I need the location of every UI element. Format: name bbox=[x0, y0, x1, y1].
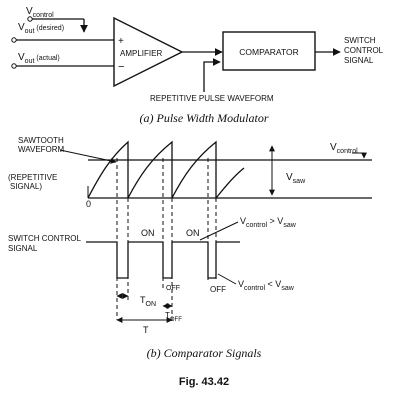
sawtooth-waveform bbox=[87, 140, 245, 200]
cmp-lt-pointer bbox=[217, 273, 237, 285]
v-control-input-label: Vcontrol bbox=[26, 6, 54, 19]
comparator-label: COMPARATOR bbox=[239, 47, 299, 57]
cmp-gt-pointer bbox=[199, 221, 239, 241]
v-control-level-label: Vcontrol bbox=[330, 142, 358, 155]
switch-signal-label-line-2: SIGNAL bbox=[8, 244, 38, 253]
v-out-actual-label: Vout(actual) bbox=[18, 52, 60, 65]
on-label-2: ON bbox=[186, 228, 200, 238]
repetitive-label-line-1: (REPETITIVE bbox=[8, 173, 57, 182]
pulse-input-wire bbox=[203, 58, 221, 92]
period-label: T bbox=[143, 325, 149, 335]
pwm-block-diagram: Vcontrol Vout(desired) Vout(actual) + − … bbox=[11, 6, 384, 125]
output-label-line-3: SIGNAL bbox=[344, 56, 374, 65]
v-saw-label: Vsaw bbox=[286, 172, 306, 185]
figure-number: Fig. 43.42 bbox=[179, 376, 229, 388]
on-label-1: ON bbox=[141, 228, 155, 238]
t-on-label: TON bbox=[140, 295, 156, 308]
v-actual-terminal bbox=[11, 63, 17, 69]
sawtooth-label-line-2: WAVEFORM bbox=[18, 145, 65, 154]
zero-label: 0 bbox=[86, 199, 91, 209]
pulse-waveform-label: REPETITIVE PULSE WAVEFORM bbox=[150, 94, 274, 103]
cmp-lt-label: Vcontrol < Vsaw bbox=[238, 279, 295, 292]
t-off-label: TOFF bbox=[165, 311, 182, 323]
off-label-1: OFF bbox=[166, 285, 180, 292]
caption-a: (a) Pulse Width Modulator bbox=[140, 111, 269, 125]
minus-sign: − bbox=[118, 61, 124, 73]
switch-control-waveform bbox=[86, 241, 240, 279]
repetitive-label-line-2: SIGNAL) bbox=[10, 182, 42, 191]
v-control-terminal bbox=[27, 16, 33, 22]
sawtooth-label-line-1: SAWTOOTH bbox=[18, 136, 64, 145]
v-out-desired-label: Vout(desired) bbox=[18, 22, 64, 35]
comparator-box bbox=[222, 31, 316, 71]
v-control-pointer bbox=[352, 152, 367, 159]
off-label-2: OFF bbox=[210, 285, 226, 294]
cmp-gt-label: Vcontrol > Vsaw bbox=[240, 216, 297, 229]
output-label-line-1: SWITCH bbox=[344, 36, 376, 45]
amplifier-label: AMPLIFIER bbox=[120, 49, 162, 58]
plus-sign: + bbox=[118, 36, 124, 47]
switch-signal-label-line-1: SWITCH CONTROL bbox=[8, 234, 81, 243]
caption-b: (b) Comparator Signals bbox=[147, 346, 262, 360]
amplifier-triangle bbox=[113, 16, 184, 88]
comparator-signal-plot: SAWTOOTH WAVEFORM (REPETITIVE SIGNAL) 0 … bbox=[8, 136, 372, 360]
output-label-line-2: CONTROL bbox=[344, 46, 384, 55]
v-desired-terminal bbox=[11, 37, 17, 43]
